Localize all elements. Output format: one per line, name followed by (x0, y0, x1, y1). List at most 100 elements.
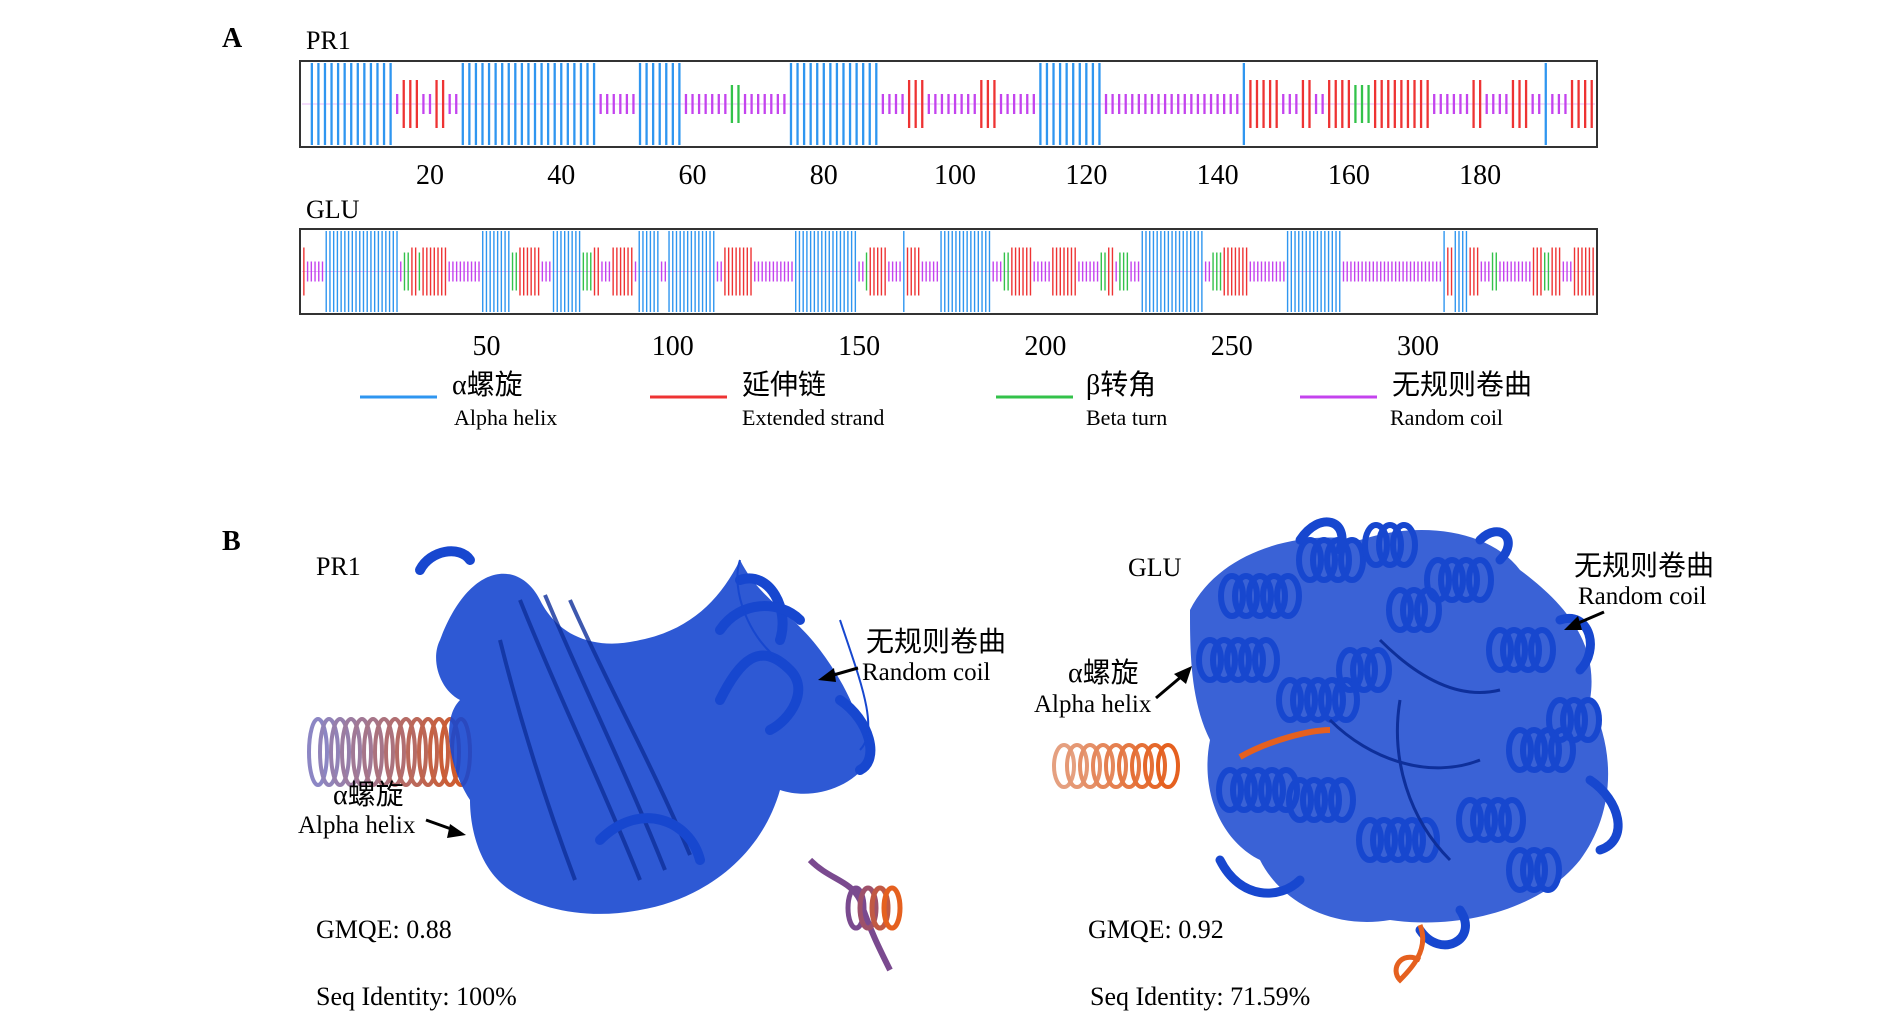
glu-loop-icon (1215, 517, 1623, 950)
legend-item-random-coil: 无规则卷曲 Random coil (1300, 369, 1532, 430)
track-frame-pr1 (299, 60, 1598, 148)
glu-ribbon-structure (1052, 517, 1623, 984)
pr1-random-coil-en: Random coil (862, 659, 991, 686)
glu-alpha-helix-arrow-icon (1155, 666, 1192, 700)
model-glu: GLU (1034, 517, 1714, 1011)
helix-turn-icon (1332, 677, 1360, 723)
helix-turn-icon (1466, 557, 1494, 603)
glu-tick-label: 200 (1024, 331, 1066, 362)
helix-turn-icon (307, 717, 329, 787)
helix-turn-icon (1286, 777, 1314, 823)
helix-turn-icon (1252, 637, 1280, 683)
helix-turn-icon (1546, 697, 1574, 743)
legend-en-extended-strand: Extended strand (742, 405, 884, 430)
pr1-tick-label: 120 (1065, 160, 1107, 191)
helix-turn-icon (1338, 537, 1366, 583)
panel-b: B PR1 (222, 517, 1714, 1011)
legend-cn-random-coil: 无规则卷曲 (1392, 369, 1532, 401)
legend-cn-beta-turn: β转角 (1086, 369, 1156, 401)
helix-turn-icon (1370, 817, 1398, 863)
helix-turn-icon (1117, 743, 1141, 789)
helix-turn-icon (1272, 767, 1300, 813)
helix-turn-icon (1336, 647, 1364, 693)
helix-turn-icon (1384, 817, 1412, 863)
legend-item-beta-turn: β转角 Beta turn (996, 369, 1167, 430)
helix-turn-icon (1506, 847, 1534, 893)
helix-turn-icon (1328, 777, 1356, 823)
glu-tick-label: 250 (1211, 331, 1253, 362)
helix-turn-icon (1091, 743, 1115, 789)
pr1-tick-label: 20 (416, 160, 444, 191)
track-frame-glu (299, 228, 1598, 315)
model-name-glu: GLU (1128, 553, 1182, 582)
helix-turn-icon (1398, 817, 1426, 863)
helix-turn-icon (1560, 697, 1588, 743)
glu-thin-loop-icon (1328, 638, 1501, 862)
helix-turn-icon (1260, 573, 1288, 619)
helix-turn-icon (1534, 847, 1562, 893)
helix-turn-icon (1452, 557, 1480, 603)
helix-turn-icon (417, 717, 439, 787)
helix-turn-icon (329, 717, 351, 787)
glu-random-coil-arrow-icon (1564, 610, 1605, 630)
model-name-pr1: PR1 (316, 552, 361, 581)
legend-cn-extended-strand: 延伸链 (742, 369, 826, 401)
helix-turn-icon (1052, 743, 1076, 789)
glu-gmqe: GMQE: 0.92 (1088, 915, 1224, 944)
helix-turn-icon (395, 717, 417, 787)
pr1-loop-icon (415, 546, 876, 865)
pr1-tick-label: 80 (810, 160, 838, 191)
helix-turn-icon (1484, 797, 1512, 843)
pr1-ribbon-body-icon (436, 560, 870, 914)
helix-turn-icon (1065, 743, 1089, 789)
pr1-tick-label: 180 (1459, 160, 1501, 191)
glu-alpha-helix-cn: α螺旋 (1068, 657, 1139, 689)
helix-turn-icon (1274, 573, 1302, 619)
pr1-ribbon-structure (307, 546, 903, 972)
pr1-terminal-helix-icon (307, 717, 472, 787)
legend-en-alpha-helix: Alpha helix (454, 405, 557, 430)
helix-turn-icon (1218, 573, 1246, 619)
helix-turn-icon (1156, 743, 1180, 789)
helix-turn-icon (1528, 627, 1556, 673)
glu-random-coil-en: Random coil (1578, 583, 1707, 610)
helix-turn-icon (1520, 847, 1548, 893)
helix-turn-icon (1078, 743, 1102, 789)
legend: α螺旋 Alpha helix 延伸链 Extended strand β转角 … (360, 369, 1532, 430)
helix-turn-icon (373, 717, 395, 787)
pr1-gmqe: GMQE: 0.88 (316, 915, 452, 944)
pr1-tick-label: 160 (1328, 160, 1370, 191)
helix-turn-icon (1400, 587, 1428, 633)
helix-turn-icon (318, 717, 340, 787)
helix-turn-icon (1104, 743, 1128, 789)
helix-turn-icon (1230, 767, 1258, 813)
helix-turn-icon (1500, 627, 1528, 673)
helix-turn-icon (869, 885, 891, 931)
helix-turn-icon (1574, 697, 1602, 743)
pr1-random-coil-cn: 无规则卷曲 (866, 626, 1006, 658)
secondary-structure-track-pr1 (302, 63, 1595, 145)
helix-turn-icon (1246, 573, 1274, 619)
helix-turn-icon (1376, 522, 1404, 568)
secondary-structure-track-glu (302, 231, 1595, 312)
panel-a-letter: A (222, 23, 243, 54)
helix-turn-icon (351, 717, 373, 787)
pr1-tick-label: 100 (934, 160, 976, 191)
helix-turn-icon (1498, 797, 1526, 843)
legend-en-beta-turn: Beta turn (1086, 405, 1167, 430)
pr1-alpha-helix-cn: α螺旋 (333, 779, 404, 811)
glu-c-terminal-loop-icon (1393, 924, 1426, 984)
helix-turn-icon (1290, 677, 1318, 723)
helix-turn-icon (1238, 637, 1266, 683)
helix-turn-icon (1130, 743, 1154, 789)
glu-random-coil-cn: 无规则卷曲 (1574, 550, 1714, 582)
pr1-alpha-helix-en: Alpha helix (298, 812, 416, 839)
model-pr1: PR1 (298, 546, 1006, 1011)
helix-turn-icon (384, 717, 406, 787)
helix-turn-icon (1314, 777, 1342, 823)
legend-item-extended-strand: 延伸链 Extended strand (650, 369, 884, 430)
helix-turn-icon (845, 885, 867, 931)
helix-turn-icon (1486, 627, 1514, 673)
helix-turn-icon (857, 885, 879, 931)
